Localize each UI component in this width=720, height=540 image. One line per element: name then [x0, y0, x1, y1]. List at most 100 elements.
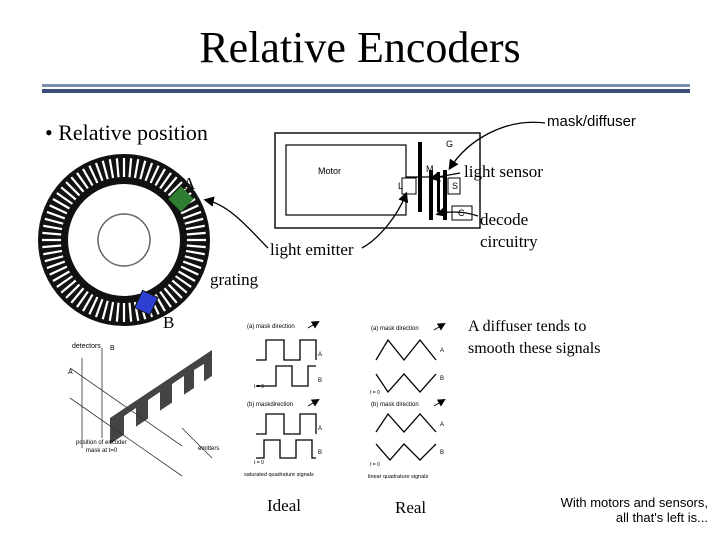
grating-a-label: A	[68, 369, 73, 376]
disk-slot	[159, 290, 172, 308]
disk-slot	[94, 298, 104, 318]
disk-slot	[186, 231, 206, 236]
encoder-disk	[38, 154, 210, 326]
light-sensor-label: light sensor	[464, 162, 543, 181]
ideal-b-signal-b: B	[318, 450, 322, 456]
real-b-caption: (b) mask direction	[371, 402, 419, 408]
ideal-a-signal-a: A	[318, 352, 322, 358]
diffuser-note-line1: A diffuser tends to	[468, 318, 587, 335]
disk-slot	[56, 192, 74, 205]
grating-b-label: B	[110, 345, 115, 352]
disk-slot	[82, 168, 94, 186]
ideal-a-caption: (a) mask direction	[247, 324, 295, 330]
disk-slot	[180, 204, 199, 215]
s-label: S	[452, 181, 458, 191]
disk-slot	[49, 204, 68, 215]
disk-slot	[49, 265, 68, 276]
ideal-a-t0: t = 0	[254, 384, 264, 390]
real-b-signal-a: A	[440, 422, 444, 428]
sensor-b-marker	[133, 289, 159, 316]
bullet-relative-position: • Relative position	[45, 120, 208, 145]
motor-label: Motor	[318, 166, 341, 176]
disk-slot	[42, 244, 62, 249]
diffuser-note-line2: smooth these signals	[468, 340, 601, 357]
real-signals-plot: (a) mask direction A B t = 0 (b) mask di…	[368, 322, 446, 480]
grating-perspective-diagram: detectors B A position of encoder mask a…	[68, 343, 219, 477]
disk-slot	[108, 301, 115, 321]
disk-slot	[43, 224, 63, 231]
disk-slot	[186, 244, 206, 249]
disk-slot	[174, 275, 192, 288]
disk-slot	[46, 210, 66, 220]
disk-slot	[56, 275, 74, 288]
disk-slot	[128, 158, 133, 178]
disk-slot	[159, 172, 172, 190]
ideal-b-caption: (b) maskdirection	[247, 402, 293, 408]
real-a-caption: (a) mask direction	[371, 326, 419, 332]
ideal-b-signal-a: A	[318, 426, 322, 432]
disk-slot	[43, 249, 63, 256]
ideal-label: Ideal	[267, 496, 301, 515]
decode-label-line2: circuitry	[480, 232, 538, 251]
footer-note: With motors and sensors, all that's left…	[561, 495, 708, 525]
disk-slot	[178, 270, 196, 282]
footer-line2: all that's left is...	[615, 510, 708, 525]
disk-slot	[167, 181, 183, 197]
disk-slot	[88, 165, 99, 184]
real-a-t0: t = 0	[370, 390, 380, 396]
emitters-label: emitters	[198, 446, 219, 452]
disk-slot	[44, 255, 64, 263]
disk-slot	[88, 296, 99, 315]
disk-slot	[52, 270, 70, 282]
disk-slot	[76, 172, 89, 190]
sensor-a-label: A	[183, 174, 196, 193]
disk-slot	[139, 160, 147, 180]
disk-slot	[128, 302, 133, 322]
ideal-a-signal-b: B	[318, 378, 322, 384]
slide-title: Relative Encoders	[199, 23, 521, 72]
disk-slot	[115, 302, 120, 322]
disk-slot	[70, 287, 85, 304]
disk-slot	[182, 210, 202, 220]
disk-slot	[82, 294, 94, 312]
disk-slot	[184, 217, 204, 225]
ideal-b-t0: t = 0	[254, 460, 264, 466]
disk-slot	[171, 279, 188, 294]
disk-slot	[101, 300, 109, 320]
footer-line1: With motors and sensors,	[560, 495, 708, 510]
disk-slot	[108, 159, 115, 179]
decode-label-line1: decode	[480, 210, 529, 229]
title-rule-light	[42, 84, 690, 87]
real-a-signal-b: B	[440, 376, 444, 382]
disk-slot	[167, 283, 183, 299]
m-label: M	[426, 164, 434, 174]
disk-slot	[163, 287, 178, 304]
c-label: C	[458, 208, 465, 218]
disk-slot	[115, 158, 120, 178]
disk-slot	[42, 231, 62, 236]
disk-slot	[65, 181, 81, 197]
g-label: G	[446, 139, 453, 149]
disk-slot	[154, 168, 166, 186]
disk-slot	[101, 160, 109, 180]
disk-slot	[144, 162, 154, 182]
l-label: L	[398, 181, 403, 191]
real-bottom-caption: linear quadrature signals	[368, 474, 428, 480]
disk-slot	[133, 159, 140, 179]
disk-slot	[52, 198, 70, 210]
disk-slot	[76, 290, 89, 308]
disk-slot	[163, 176, 178, 193]
title-rule-dark	[42, 89, 690, 93]
disk-slot	[94, 162, 104, 182]
sensor-b-label: B	[163, 313, 175, 332]
disk-slot	[44, 217, 64, 225]
real-label: Real	[395, 498, 427, 517]
light-emitter-label: light emitter	[270, 240, 354, 259]
disk-slot	[185, 224, 205, 231]
grating-label: grating	[210, 270, 259, 289]
position-label-1: position of encoder	[76, 440, 127, 446]
ideal-signals-plot: (a) mask direction A B t = 0 (b) maskdir…	[244, 320, 322, 478]
real-a-signal-a: A	[440, 348, 444, 354]
real-b-signal-b: B	[440, 450, 444, 456]
real-b-t0: t = 0	[370, 462, 380, 468]
